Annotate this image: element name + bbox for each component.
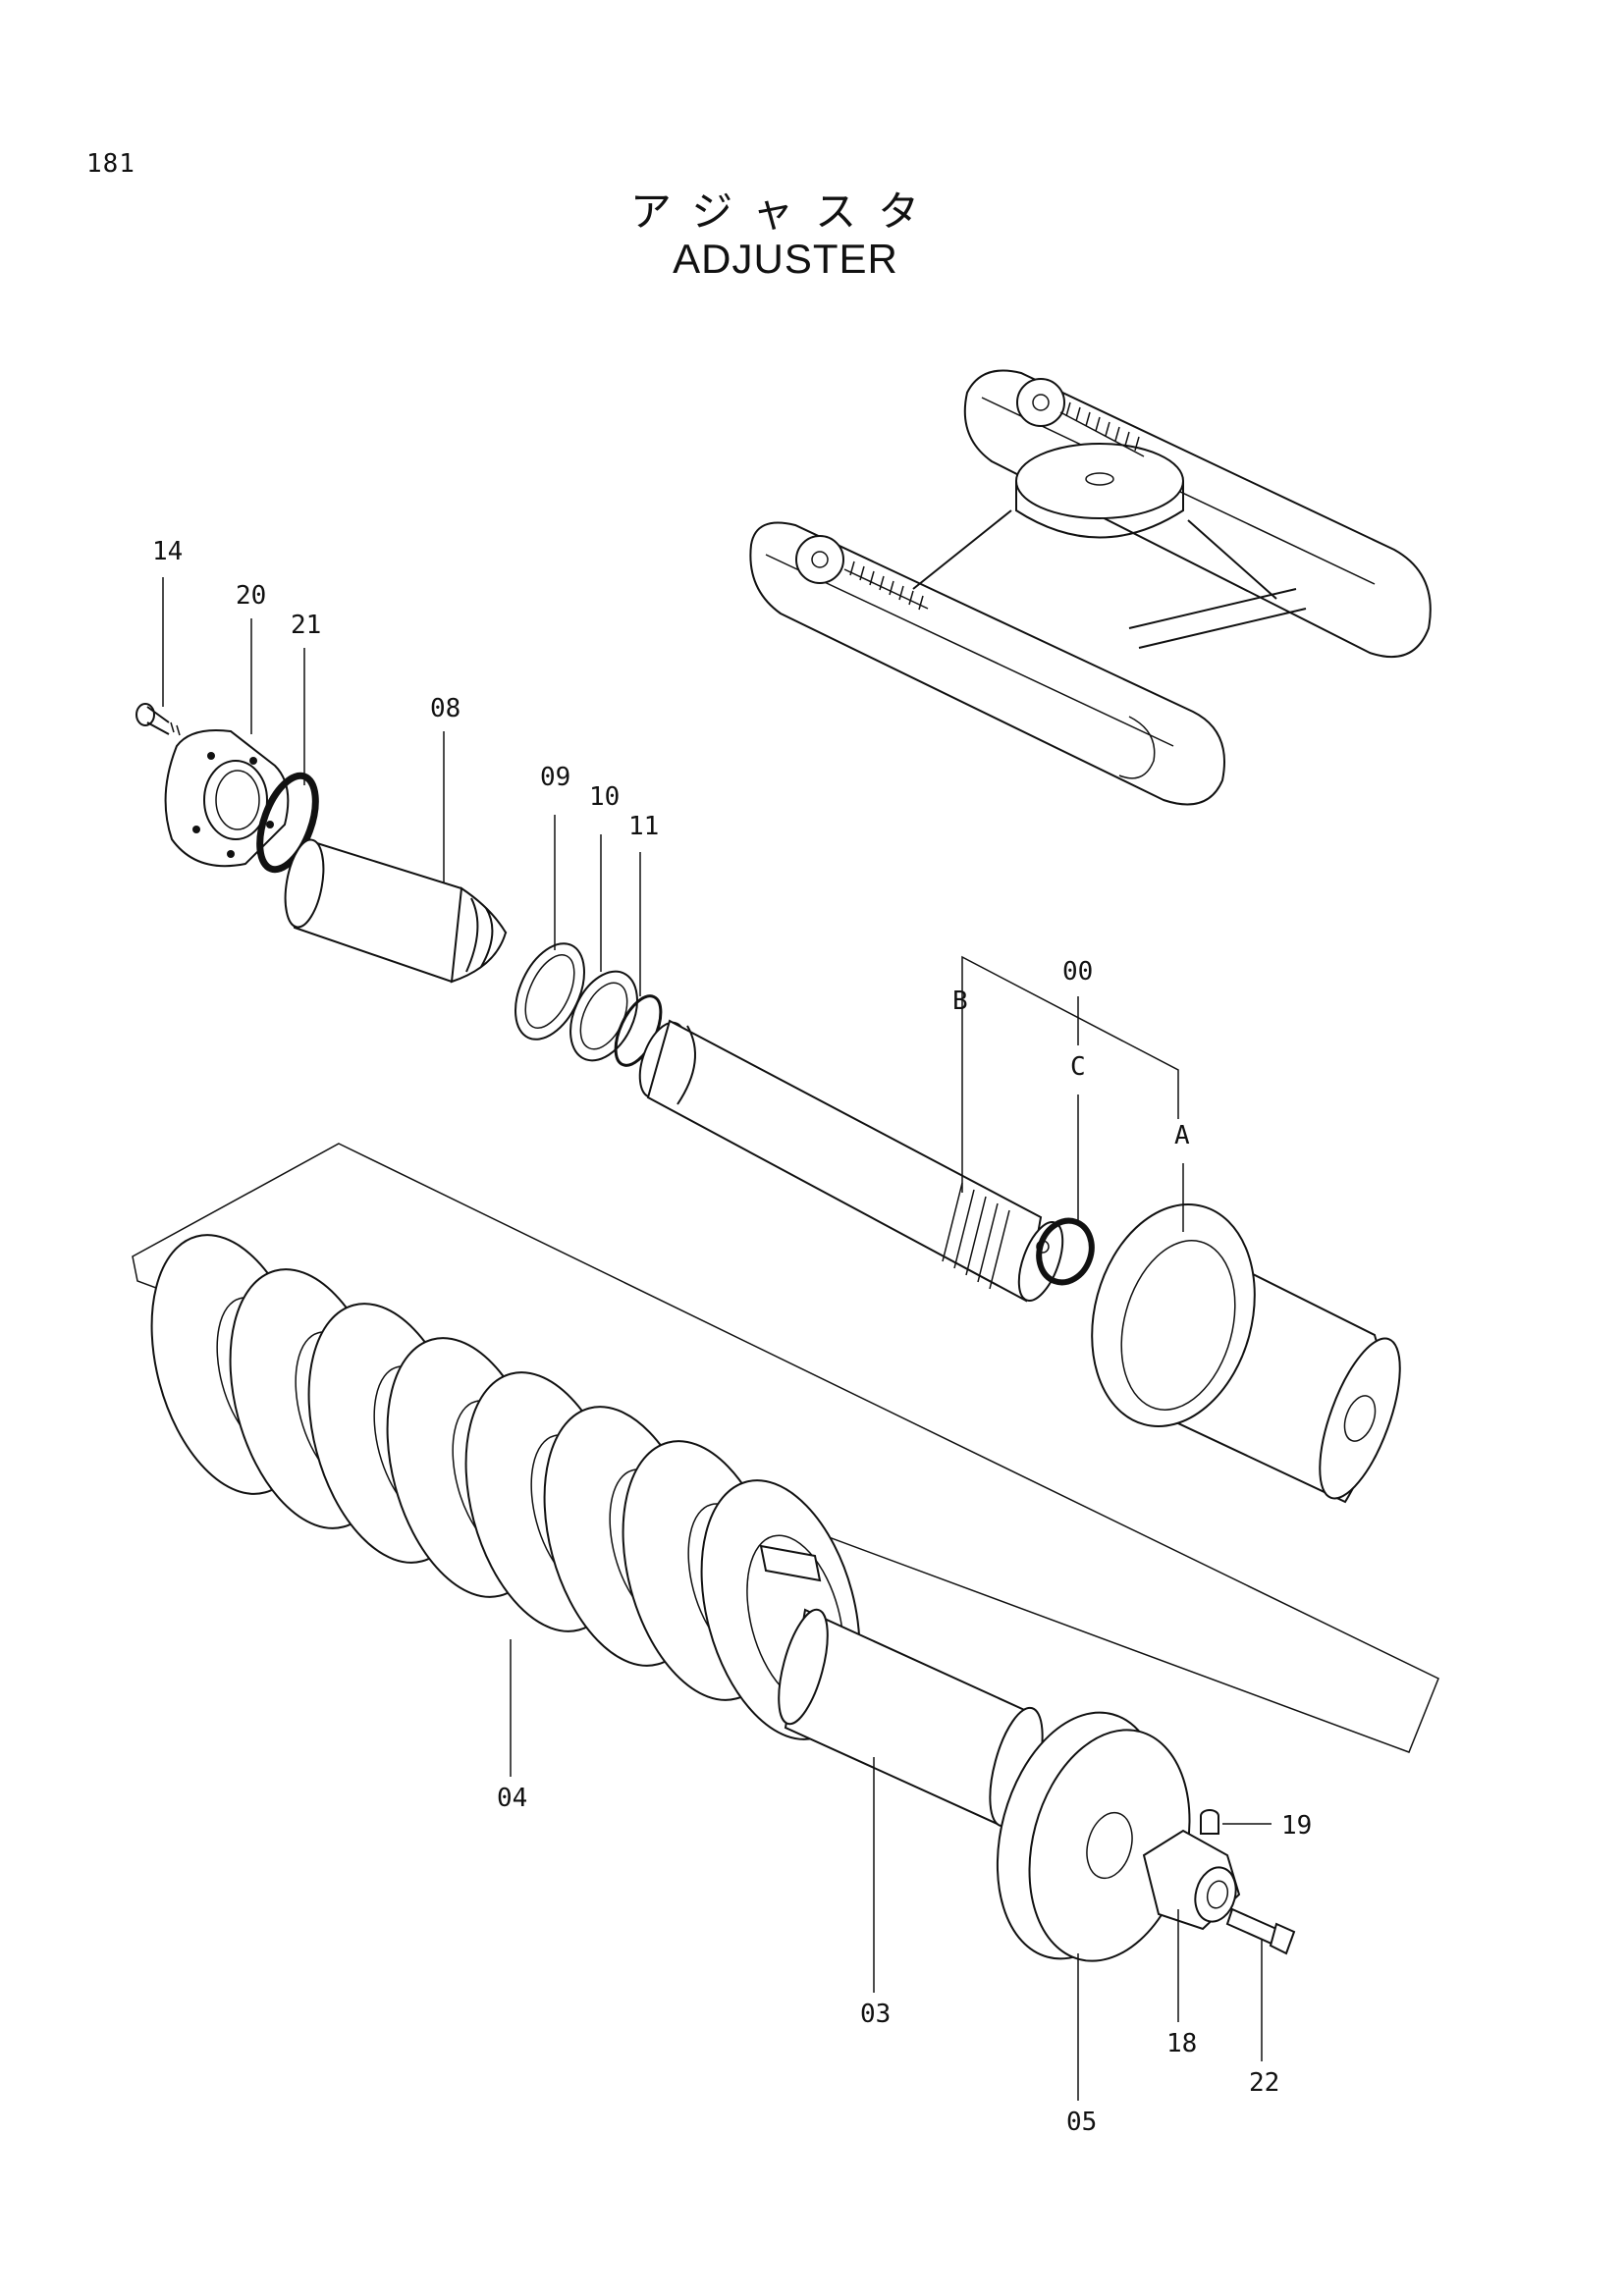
callout-05: 05 <box>1066 2108 1097 2137</box>
callout-14: 14 <box>152 537 183 566</box>
callout-18: 18 <box>1166 2029 1197 2058</box>
callout-sub-c: C <box>1070 1052 1086 1082</box>
callout-04: 04 <box>497 1784 527 1813</box>
callout-09: 09 <box>540 763 570 792</box>
title-japanese: アジャスタ <box>629 187 942 236</box>
callout-21: 21 <box>291 611 321 640</box>
part-09-ring-inner <box>524 954 575 1029</box>
callout-10: 10 <box>589 782 620 812</box>
page-number: 181 <box>86 149 135 179</box>
title-english: ADJUSTER <box>673 236 898 282</box>
leader-lines <box>162 577 1272 2101</box>
callout-11: 11 <box>628 812 659 841</box>
part-19-plug <box>1200 1809 1219 1835</box>
callout-03: 03 <box>860 2000 891 2029</box>
part-08-cylinder-tube <box>284 837 508 984</box>
part-14-bolt <box>135 703 181 736</box>
part-10-ring <box>569 970 638 1062</box>
part-03-rod <box>778 1608 1044 1828</box>
callout-08: 08 <box>430 694 460 723</box>
undercarriage-inset-illustration <box>749 369 1432 806</box>
part-18-nut <box>1142 1829 1241 1931</box>
callout-00: 00 <box>1062 957 1093 987</box>
callout-19: 19 <box>1281 1811 1312 1841</box>
callout-22: 22 <box>1249 2068 1279 2098</box>
part-a-cylinder <box>1091 1203 1401 1504</box>
piston-rod-assembly-b <box>638 1019 1064 1303</box>
part-c-o-ring <box>1036 1217 1095 1286</box>
part-04-coil-spring <box>150 1234 861 1740</box>
callout-sub-a: A <box>1174 1121 1190 1150</box>
part-22-grease-fitting <box>1225 1907 1296 1955</box>
callout-20: 20 <box>236 581 266 611</box>
callout-sub-b: B <box>952 987 968 1016</box>
